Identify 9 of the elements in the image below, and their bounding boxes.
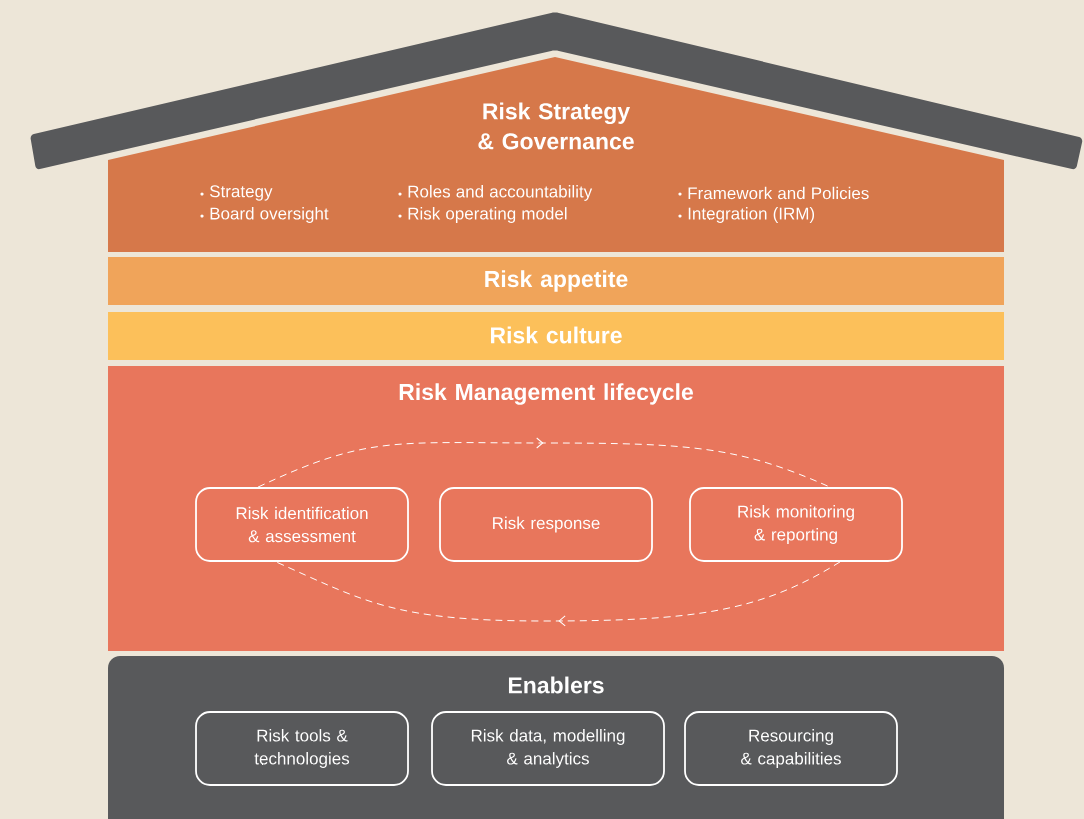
band: Risk appetite: [108, 257, 1004, 305]
process-box: Risk response: [439, 487, 653, 562]
roof-band: Risk Strategy & Governance Strategy Board oversight Roles and accountability Risk operating model Framework and Policies Integration (IRM): [108, 57, 1004, 252]
process-box: Resourcing & capabilities: [684, 711, 898, 786]
process-box: Risk tools & technologies: [195, 711, 409, 786]
process-box: Risk identification & assessment: [195, 487, 409, 562]
band: Risk culture: [108, 312, 1004, 360]
process-box: Risk monitoring & reporting: [689, 487, 903, 562]
process-box: Risk data, modelling & analytics: [431, 711, 665, 786]
